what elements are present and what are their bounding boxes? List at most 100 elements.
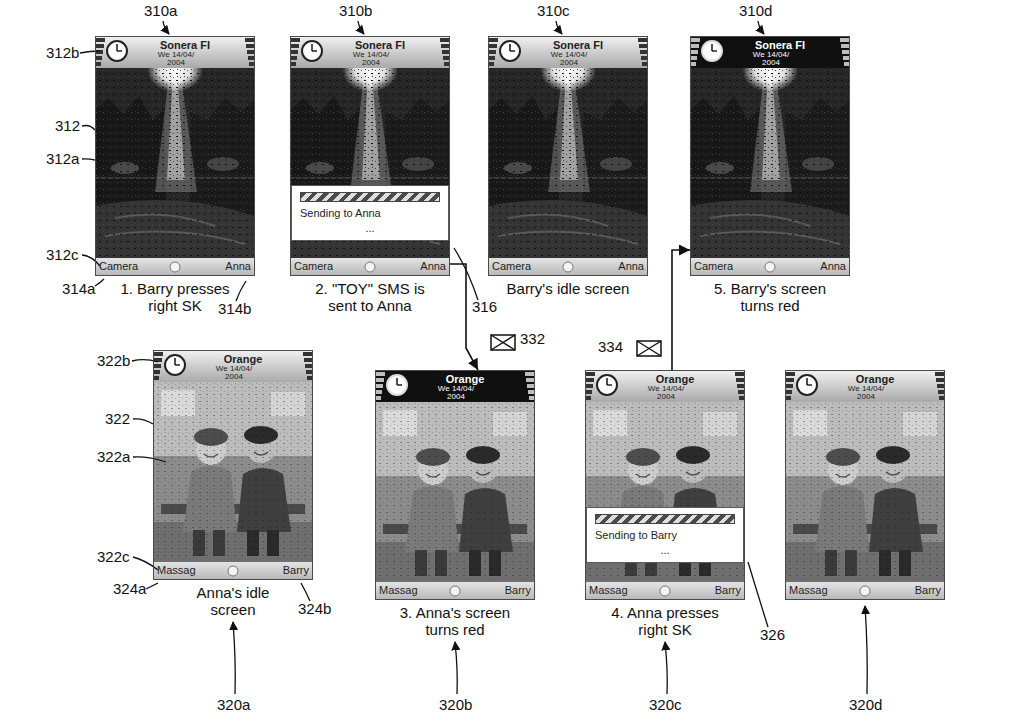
leader-arrow bbox=[758, 21, 764, 34]
leader-line bbox=[133, 419, 153, 424]
reference-numeral: 322a bbox=[97, 448, 130, 465]
screen-art bbox=[585, 370, 745, 600]
wallpaper bbox=[95, 48, 255, 258]
screen-art bbox=[95, 36, 255, 276]
softkey-label: Massag bbox=[379, 584, 418, 597]
date-text: We 14/04/ 2004 bbox=[212, 365, 256, 381]
leader-line bbox=[748, 562, 768, 627]
softkey-label: Camera bbox=[99, 260, 138, 273]
date-text: We 14/04/ 2004 bbox=[349, 51, 393, 67]
message-arrow bbox=[450, 264, 478, 370]
reference-numeral: 310d bbox=[739, 2, 772, 19]
date-text: We 14/04/ 2004 bbox=[154, 51, 198, 67]
reference-numeral: 310b bbox=[339, 2, 372, 19]
softkey-label: Camera bbox=[492, 260, 531, 273]
reference-numeral: 310c bbox=[537, 2, 570, 19]
step-caption: 2. "TOY" SMS is sent to Anna bbox=[305, 280, 435, 314]
screen-art bbox=[375, 370, 535, 600]
message-envelope bbox=[637, 341, 661, 356]
reference-numeral: 324b bbox=[298, 600, 331, 617]
step-caption: 3. Anna's screen turns red bbox=[390, 604, 520, 638]
softkey-bar bbox=[690, 258, 850, 276]
phone-screen: Sonera FIWe 14/04/ 2004Camera Anna bbox=[95, 36, 255, 276]
reference-numeral: 314b bbox=[218, 300, 251, 317]
reference-numeral: 332 bbox=[520, 330, 545, 347]
leader-line bbox=[95, 279, 104, 286]
softkey-label: Anna bbox=[820, 260, 846, 273]
softkey-label: Camera bbox=[294, 260, 333, 273]
progress-bar bbox=[300, 192, 440, 202]
leader-line bbox=[82, 126, 95, 131]
phone-screen: Sonera FIWe 14/04/ 2004CameraAnna bbox=[690, 36, 850, 276]
screen-art bbox=[290, 36, 450, 276]
leader-line bbox=[301, 583, 310, 601]
softkey-bar bbox=[95, 258, 255, 276]
softkey-label: Massag bbox=[789, 584, 828, 597]
phone-screen: OrangeWe 14/04/ 2004MassagBarry bbox=[375, 370, 535, 600]
progress-bar bbox=[595, 514, 735, 524]
leader-line bbox=[133, 557, 158, 570]
date-text: We 14/04/ 2004 bbox=[644, 385, 688, 401]
wallpaper bbox=[785, 402, 945, 582]
leader-arrow bbox=[233, 622, 235, 694]
leader-line bbox=[132, 360, 158, 362]
reference-numeral: 314a bbox=[62, 280, 95, 297]
reference-numeral: 320c bbox=[649, 696, 682, 713]
wallpaper bbox=[375, 402, 535, 582]
step-caption: 1. Barry presses right SK bbox=[110, 280, 240, 314]
reference-numeral: 312a bbox=[46, 150, 79, 167]
softkey-bar bbox=[290, 258, 450, 276]
reference-numeral: 322 bbox=[105, 410, 130, 427]
operator-name: Sonera FI bbox=[725, 39, 835, 51]
screen-art bbox=[690, 36, 850, 276]
reference-numeral: 316 bbox=[472, 298, 497, 315]
message-envelope bbox=[491, 335, 515, 350]
softkey-label: Barry bbox=[715, 584, 741, 597]
reference-numeral: 324a bbox=[113, 580, 146, 597]
softkey-label: Barry bbox=[915, 584, 941, 597]
operator-name: Sonera FI bbox=[130, 39, 240, 51]
phone-screen: OrangeWe 14/04/ 2004MassagBarry bbox=[785, 370, 945, 600]
reference-numeral: 320d bbox=[849, 696, 882, 713]
softkey-label: Massag bbox=[589, 584, 628, 597]
leader-line bbox=[82, 255, 100, 266]
wallpaper bbox=[153, 382, 313, 562]
status-bar bbox=[290, 36, 450, 68]
leader-lines bbox=[80, 21, 867, 694]
status-bar bbox=[153, 350, 313, 382]
message-arrow bbox=[672, 250, 690, 370]
softkey-bar bbox=[375, 582, 535, 600]
softkey-label: Massag bbox=[157, 564, 196, 577]
reference-numeral: 310a bbox=[144, 2, 177, 19]
leader-arrow bbox=[665, 642, 667, 694]
leader-line bbox=[146, 583, 158, 589]
step-caption: 4. Anna presses right SK bbox=[600, 604, 730, 638]
reference-numeral: 320a bbox=[217, 696, 250, 713]
wallpaper bbox=[585, 402, 745, 582]
softkey-label: Barry bbox=[505, 584, 531, 597]
softkey-label: Barry bbox=[283, 564, 309, 577]
reference-numeral: 312c bbox=[46, 246, 79, 263]
wallpaper bbox=[488, 48, 648, 258]
phone-screen: Sonera FIWe 14/04/ 2004CameraAnnaSending… bbox=[290, 36, 450, 276]
step-caption: Barry's idle screen bbox=[493, 280, 643, 297]
reference-numeral: 320b bbox=[439, 696, 472, 713]
screen-art bbox=[785, 370, 945, 600]
status-bar bbox=[488, 36, 648, 68]
leader-arrow bbox=[455, 642, 457, 694]
softkey-label: Anna bbox=[225, 260, 251, 273]
leader-arrow bbox=[556, 21, 562, 34]
screen-art bbox=[153, 350, 313, 580]
phone-screen: OrangeWe 14/04/ 2004Massag Barry bbox=[153, 350, 313, 580]
dialog-message: Sending to Barry bbox=[595, 529, 735, 542]
reference-numeral: 322b bbox=[97, 352, 130, 369]
sending-dialog: Sending to Anna... bbox=[291, 185, 449, 241]
leader-arrow bbox=[163, 21, 169, 34]
softkey-bar bbox=[153, 562, 313, 580]
softkey-bar bbox=[785, 582, 945, 600]
leader-line bbox=[80, 51, 100, 53]
operator-name: Orange bbox=[188, 353, 298, 365]
leader-arrow bbox=[358, 21, 364, 34]
reference-numeral: 326 bbox=[760, 626, 785, 643]
